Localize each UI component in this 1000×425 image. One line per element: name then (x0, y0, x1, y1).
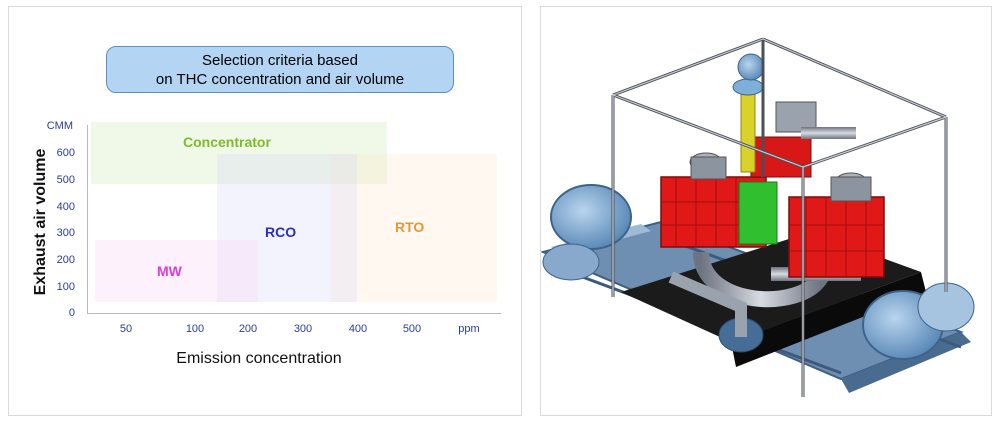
x-axis-label: Emission concentration (176, 350, 342, 367)
rto-3d-model-icon (541, 37, 975, 397)
concentrator-label: Concentrator (183, 134, 271, 150)
y-tick-0: 0 (68, 307, 75, 319)
y-tick-500: 500 (56, 174, 75, 186)
x-tick-200: 200 (238, 323, 258, 335)
y-tick-100: 100 (56, 281, 75, 293)
diagram-title-line-2: on THC concentration and air volume (155, 71, 405, 88)
equipment-illustration-panel (540, 6, 992, 416)
rco-zone (217, 154, 357, 302)
x-axis-unit: ppm (458, 323, 480, 335)
diagram-title-line-1: Selection criteria based (202, 52, 358, 69)
y-tick-200: 200 (56, 254, 75, 266)
y-tick-300: 300 (56, 227, 75, 239)
rto-label: RTO (395, 219, 425, 235)
x-tick-300: 300 (293, 323, 313, 335)
y-tick-600: 600 (56, 147, 75, 159)
y-axis-label: Exhaust air volume (32, 148, 49, 296)
rto-zone (331, 154, 497, 302)
y-tick-400: 400 (56, 201, 75, 213)
mw-zone (95, 240, 258, 302)
rco-label: RCO (265, 224, 297, 240)
mw-label: MW (157, 263, 182, 279)
x-tick-400: 400 (348, 323, 368, 335)
x-tick-50: 50 (119, 323, 133, 335)
diagram-title-box: Selection criteria based on THC concentr… (106, 46, 454, 93)
x-tick-500: 500 (402, 323, 422, 335)
concentrator-zone (91, 122, 387, 184)
x-axis-line (87, 313, 501, 314)
x-tick-100: 100 (185, 323, 205, 335)
y-axis-line (87, 125, 88, 313)
selection-criteria-panel: Selection criteria based on THC concentr… (8, 6, 522, 416)
y-axis-unit: CMM (46, 120, 73, 132)
